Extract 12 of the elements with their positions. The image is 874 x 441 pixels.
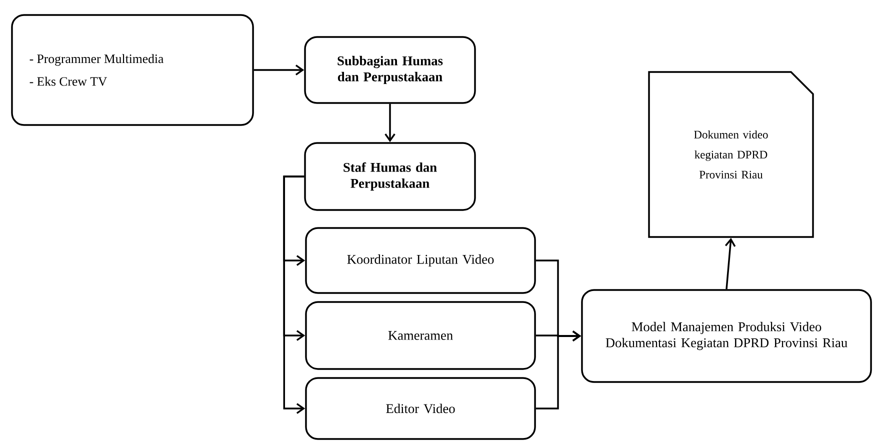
process-box: Kameramen xyxy=(305,301,536,370)
arrow xyxy=(384,104,396,142)
process-box: Model Manajemen Produksi Video Dokumentasi Kegiatan DPRD Provinsi Riau xyxy=(581,289,872,383)
process-box: Editor Video xyxy=(305,377,536,440)
list-box: - Programmer Multimedia - Eks Crew TV xyxy=(11,14,254,126)
arrow xyxy=(254,64,304,76)
process-box: Staf Humas dan Perpustakaan xyxy=(304,142,476,211)
arrow xyxy=(283,176,306,414)
arrow xyxy=(536,330,582,410)
process-box: Koordinator Liputan Video xyxy=(305,227,536,294)
process-box: Subbagian Humas dan Perpustakaan xyxy=(304,36,476,104)
arrow xyxy=(724,238,736,290)
